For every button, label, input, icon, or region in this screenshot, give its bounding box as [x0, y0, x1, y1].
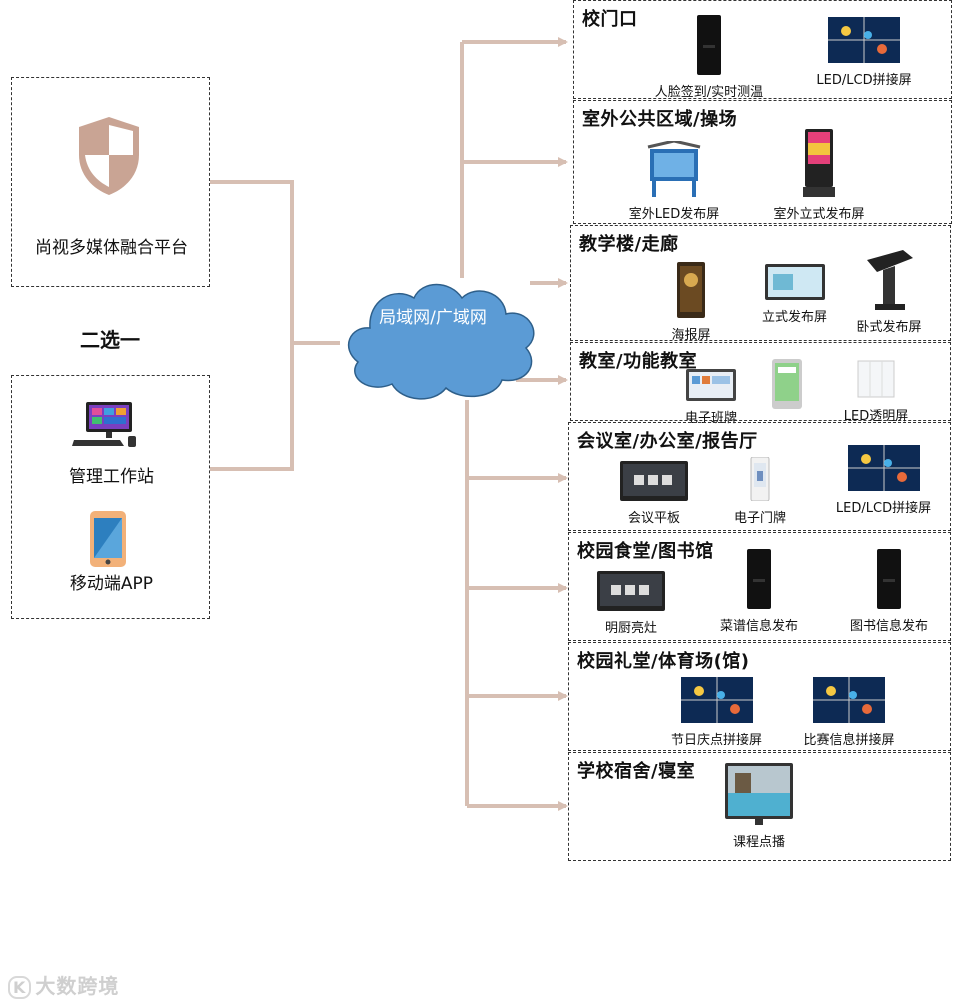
zone-title: 校园食堂/图书馆	[577, 541, 714, 562]
zone-title: 室外公共区域/操场	[582, 109, 738, 130]
zone-title: 校园礼堂/体育场(馆)	[577, 651, 750, 672]
mobile-label: 移动端APP	[69, 574, 154, 594]
device-led-lcd-wall: LED/LCD拼接屏	[799, 17, 929, 88]
device-match-wall: 比赛信息拼接屏	[789, 677, 909, 748]
standing-display-icon	[803, 129, 835, 197]
video-wall-icon	[828, 17, 900, 63]
zone-title: 校门口	[582, 9, 638, 30]
watermark-logo: K	[8, 976, 32, 999]
tv-screen-icon	[725, 763, 793, 825]
device-class-board: 电子班牌	[671, 369, 751, 426]
transparent-screen-icon	[857, 360, 895, 398]
device-led-lcd-wall: LED/LCD拼接屏	[821, 445, 946, 516]
tablet-display-icon	[772, 359, 802, 409]
network-cloud: 局域网/广域网	[330, 268, 550, 408]
video-wall-icon	[847, 445, 920, 491]
device-festival-wall: 节日庆点拼接屏	[659, 677, 774, 748]
kiosk-icon	[697, 15, 721, 75]
zone-school-gate: 校门口 人脸签到/实时测温 LED/LCD拼接屏	[573, 0, 952, 100]
device-course-vod: 课程点播	[709, 763, 809, 850]
client-panel: 管理工作站 移动端APP	[11, 375, 210, 619]
device-face-checkin: 人脸签到/实时测温	[634, 15, 784, 100]
zone-title: 学校宿舍/寝室	[577, 761, 696, 782]
zone-teaching-building: 教学楼/走廊 海报屏 立式发布屏 卧式发布屏	[570, 225, 951, 343]
workstation-icon	[72, 402, 136, 447]
device-standing-display: 立式发布屏	[747, 264, 842, 325]
device-meeting-panel: 会议平板	[609, 461, 699, 526]
choice-label: 二选一	[80, 328, 140, 352]
kiosk-icon	[747, 549, 771, 609]
device-led-transparent: LED透明屏	[831, 359, 921, 424]
workstation-label: 管理工作站	[69, 467, 154, 487]
poster-screen-icon	[677, 262, 705, 318]
zone-outdoor-area: 室外公共区域/操场 室外LED发布屏 室外立式发布屏	[573, 100, 952, 224]
device-outdoor-standing: 室外立式发布屏	[754, 129, 884, 222]
workstation-link	[210, 343, 294, 471]
device-menu-display: 菜谱信息发布	[709, 549, 809, 634]
platform-label: 尚视多媒体融合平台	[35, 238, 188, 258]
display-panel-icon	[764, 264, 825, 300]
zone-auditorium-stadium: 校园礼堂/体育场(馆) 节日庆点拼接屏 比赛信息拼接屏	[568, 642, 951, 751]
zone-classroom: 教室/功能教室 电子班牌 LED透明屏	[570, 342, 951, 426]
kiosk-icon	[877, 549, 901, 609]
device-horizontal-display: 卧式发布屏	[839, 250, 939, 335]
watermark-text: 大数跨境	[35, 974, 120, 998]
zone-canteen-library: 校园食堂/图书馆 明厨亮灶 菜谱信息发布 图书信息发布	[568, 532, 951, 641]
cloud-icon	[347, 283, 535, 400]
zone-meeting-room: 会议室/办公室/报告厅 会议平板 电子门牌 LED/LCD拼接屏	[568, 422, 951, 531]
interactive-panel-icon	[597, 571, 665, 611]
interactive-panel-icon	[620, 461, 688, 501]
kiosk-table-icon	[867, 250, 913, 310]
device-door-sign: 电子门牌	[719, 456, 801, 526]
outdoor-billboard-icon	[647, 139, 701, 197]
platform-panel: 尚视多媒体融合平台	[11, 77, 210, 287]
cloud-label: 局域网/广域网	[379, 308, 487, 328]
video-wall-icon	[813, 677, 885, 723]
zone-dormitory: 学校宿舍/寝室 课程点播	[568, 752, 951, 861]
device-book-display: 图书信息发布	[839, 549, 939, 634]
door-sign-icon	[750, 456, 770, 502]
shield-icon	[79, 117, 139, 195]
zone-title: 教学楼/走廊	[579, 234, 679, 255]
zone-title: 教室/功能教室	[579, 351, 698, 372]
mobile-phone-icon	[90, 511, 126, 567]
class-board-icon	[686, 369, 736, 401]
video-wall-icon	[680, 677, 753, 723]
device-open-kitchen: 明厨亮灶	[595, 571, 667, 636]
platform-link	[210, 180, 340, 345]
device-poster-screen: 海报屏	[651, 262, 731, 343]
zone-title: 会议室/办公室/报告厅	[577, 431, 758, 452]
device-outdoor-led: 室外LED发布屏	[604, 139, 744, 222]
